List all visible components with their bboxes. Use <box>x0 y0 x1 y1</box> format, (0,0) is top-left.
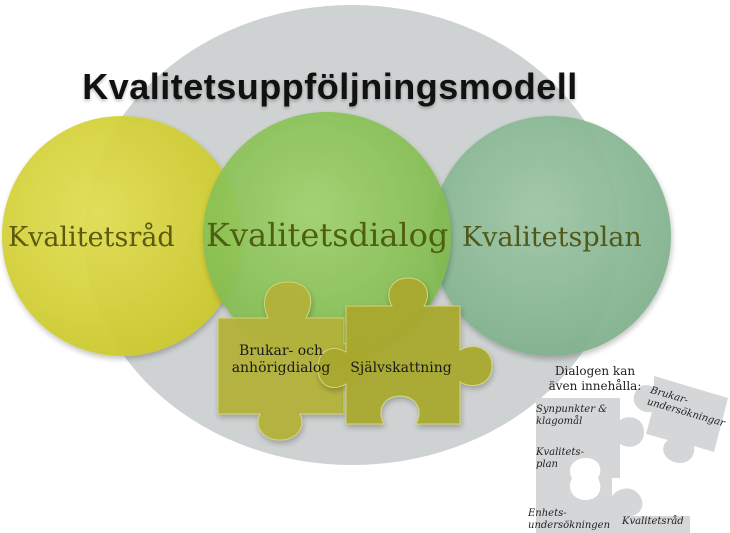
side-puzzle-piece-top-right <box>633 376 728 464</box>
enhetsundersokningen-label: Enhets- undersökningen <box>528 508 611 531</box>
side-puzzle-piece-top-left <box>536 398 644 478</box>
diagram-title: Kvalitetsuppföljningsmodell <box>82 66 578 107</box>
side-intro-text: Dialogen kan även innehålla: <box>548 364 642 393</box>
brukar-dialog-label: Brukar- och anhörigdialog <box>231 343 331 376</box>
side-kvalitetsrad-label: Kvalitetsråd <box>622 516 684 527</box>
left-circle <box>2 116 242 356</box>
side-puzzle-piece-bottom-left <box>536 478 612 533</box>
sjalvskattning-label: Självskattning <box>350 360 452 376</box>
synpunkter-label: Synpunkter & klagomål <box>536 404 608 427</box>
kvalitetsplan-label: Kvalitetsplan <box>462 222 642 253</box>
kvalitetsdialog-label: Kvalitetsdialog <box>206 216 449 254</box>
side-puzzle-piece-bottom-right <box>612 488 690 533</box>
puzzle-piece-sjalv <box>317 277 493 425</box>
right-circle <box>431 116 671 356</box>
kvalitetsrad-label: Kvalitetsråd <box>8 222 175 253</box>
side-kvalitetsplan-label: Kvalitets- plan <box>536 447 584 470</box>
